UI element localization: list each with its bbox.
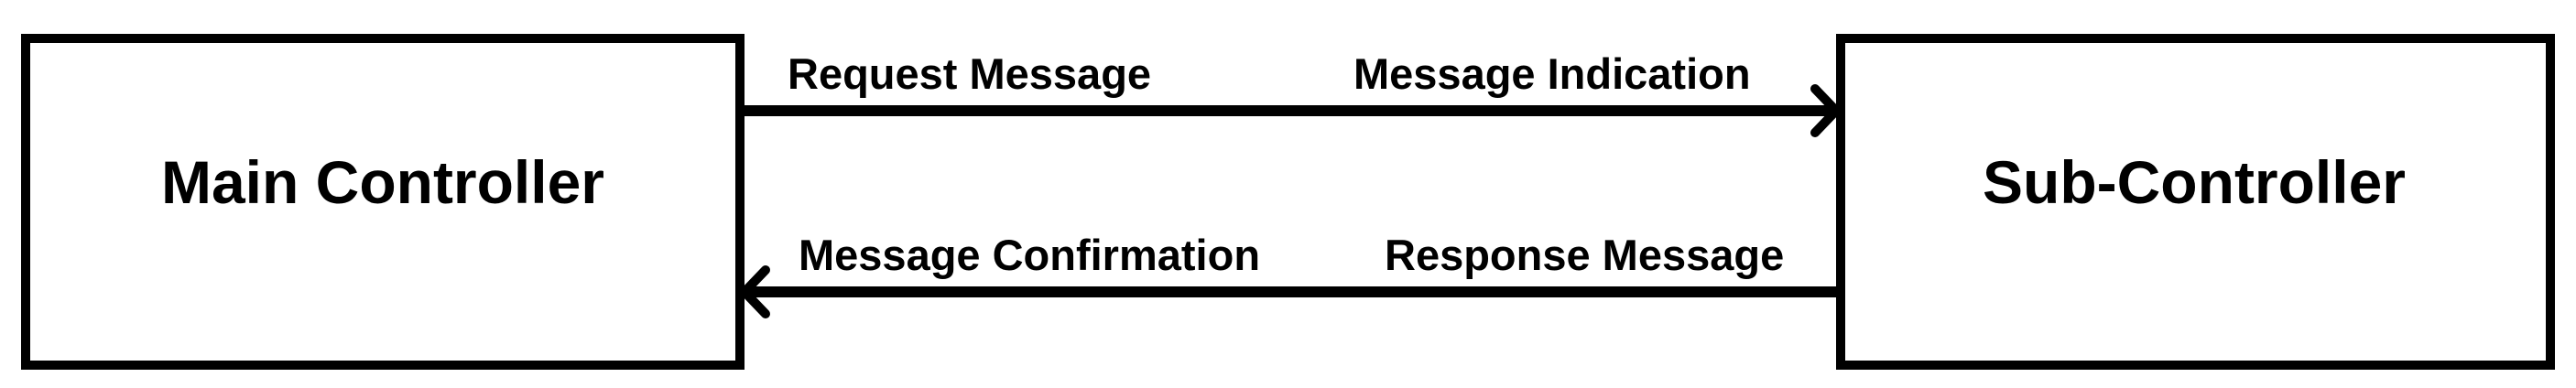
sub-controller-label: Sub-Controller (1983, 148, 2406, 216)
main-controller-label: Main Controller (161, 148, 604, 216)
forward-arrow: Request Message Message Indication (745, 49, 1841, 137)
main-controller-node: Main Controller (21, 34, 745, 370)
request-message-label: Request Message (788, 49, 1151, 98)
sub-controller-box (1836, 34, 2555, 370)
backward-arrow-head (740, 265, 770, 318)
message-indication-label: Message Indication (1353, 49, 1751, 98)
message-confirmation-label: Message Confirmation (799, 231, 1260, 279)
sub-controller-node: Sub-Controller (1836, 34, 2555, 370)
forward-arrow-head (1810, 84, 1841, 137)
main-controller-box (21, 34, 745, 370)
backward-arrow: Message Confirmation Response Message (740, 231, 1836, 318)
response-message-label: Response Message (1385, 231, 1784, 279)
